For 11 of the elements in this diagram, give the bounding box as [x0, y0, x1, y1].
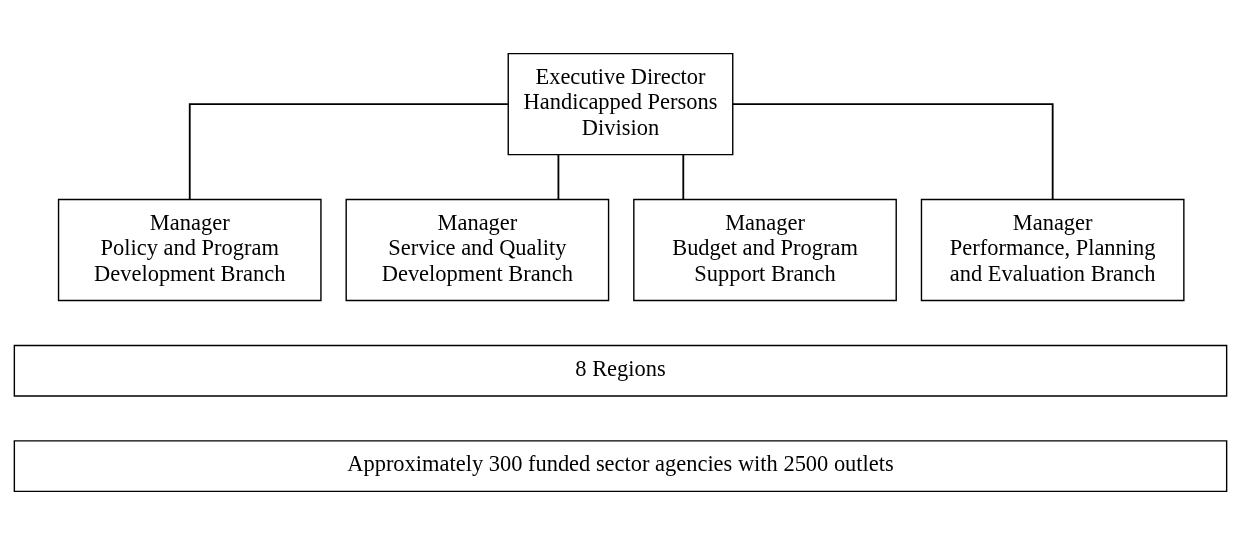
node-box: Approximately 300 funded sector agencies with 2500 outlets — [13, 439, 1228, 492]
connector — [188, 102, 509, 200]
connector — [557, 153, 560, 200]
node-box: Manager Budget and Program Support Branch — [633, 198, 897, 301]
node-box: Manager Performance, Planning and Evaluation Branch — [920, 198, 1185, 301]
node-box: Manager Service and Quality Development Branch — [345, 198, 610, 301]
connector — [732, 102, 1054, 200]
node-box: Manager Policy and Program Development Branch — [57, 198, 322, 301]
node-box: Executive Director Handicapped Persons Division — [507, 52, 734, 155]
connector — [682, 153, 685, 200]
node-box: 8 Regions — [13, 344, 1228, 397]
